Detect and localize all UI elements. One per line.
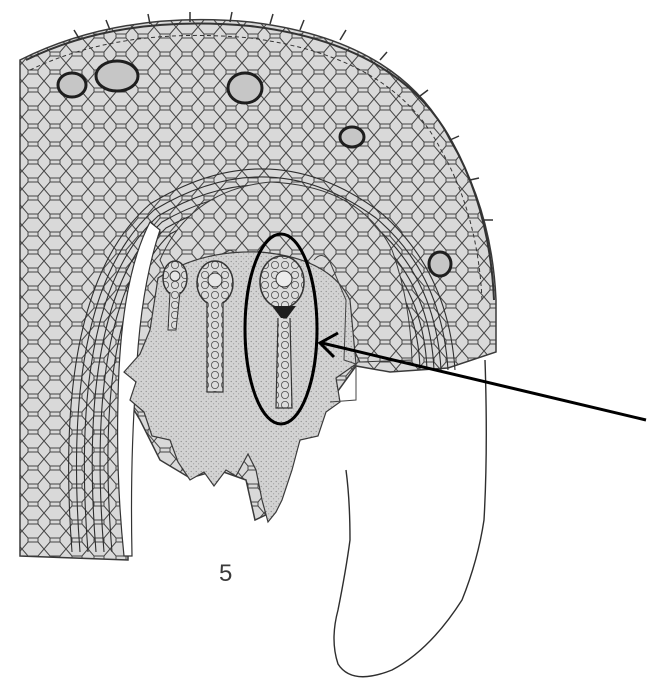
lower-tissue [124, 252, 356, 522]
figure-number: 5 [219, 560, 232, 588]
